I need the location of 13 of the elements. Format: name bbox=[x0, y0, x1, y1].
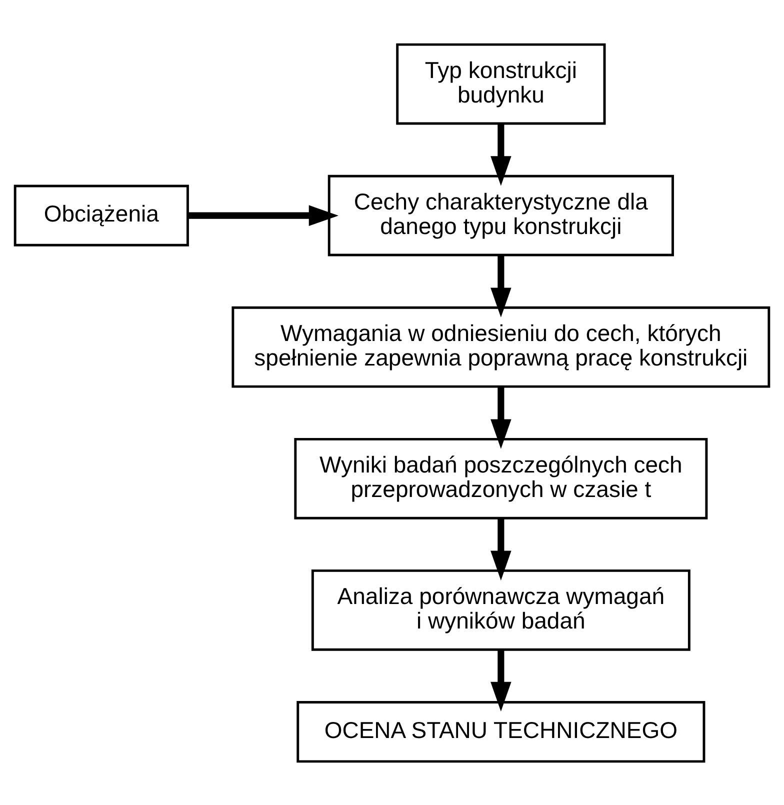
node-box: Cechy charakterystyczne dla danego typu konstrukcji bbox=[328, 174, 674, 256]
arrow bbox=[490, 255, 512, 317]
node-box: Analiza porównawcza wymagań i wyników badań bbox=[311, 568, 690, 650]
node-box: Wymagania w odniesieniu do cech, których spełnienie zapewnia poprawną pracę konstrukcji bbox=[232, 306, 770, 388]
arrow bbox=[490, 518, 512, 580]
node-box: Wyniki badań poszczególnych cech przeprowadzonych w czasie t bbox=[294, 437, 708, 519]
arrow bbox=[490, 124, 512, 186]
node-box: Typ konstrukcji budynku bbox=[396, 42, 606, 124]
arrow bbox=[490, 386, 512, 448]
arrow bbox=[188, 204, 339, 226]
arrow bbox=[490, 649, 512, 711]
node-box: Obciążenia bbox=[14, 184, 189, 246]
node-box: OCENA STANU TECHNICZNEGO bbox=[296, 700, 706, 762]
